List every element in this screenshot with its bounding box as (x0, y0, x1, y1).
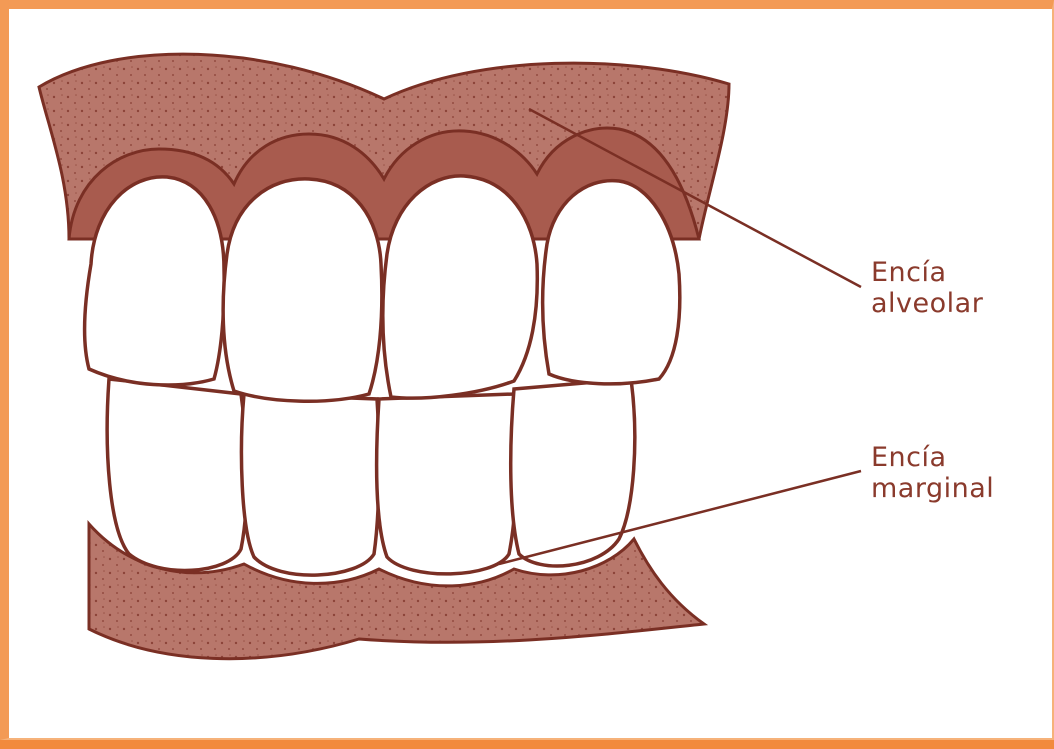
upper-tooth-2 (223, 179, 382, 401)
label-encia-marginal: Encía marginal (871, 442, 994, 504)
upper-tooth-3 (383, 176, 537, 398)
label-marginal-line2: marginal (871, 473, 994, 504)
lower-tooth-3 (377, 394, 517, 574)
lower-tooth-2 (241, 394, 379, 575)
lower-tooth-4 (511, 379, 635, 566)
label-alveolar-line1: Encía (871, 257, 983, 288)
upper-tooth-4 (543, 181, 680, 384)
label-alveolar-line2: alveolar (871, 288, 983, 319)
lower-tooth-1 (107, 379, 247, 570)
label-marginal-line1: Encía (871, 442, 994, 473)
label-encia-alveolar: Encía alveolar (871, 257, 983, 319)
teeth-illustration (9, 9, 1054, 749)
